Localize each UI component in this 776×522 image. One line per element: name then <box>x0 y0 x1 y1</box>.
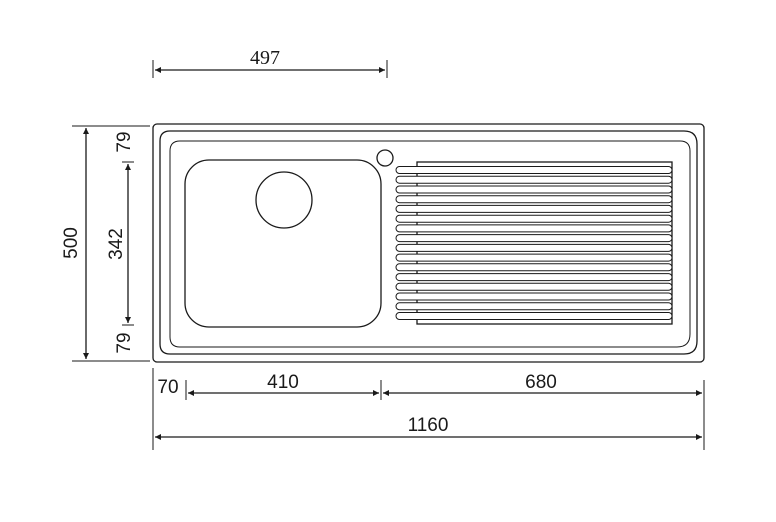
dimension-label-top-79: 79 <box>114 131 135 152</box>
dimension-bottom-row: 70 410 680 1160 <box>152 368 705 450</box>
dimension-bowl-height: 79 342 79 <box>106 131 135 353</box>
drainer-rib <box>395 166 673 174</box>
bowl <box>184 159 382 328</box>
drainer-rib <box>395 195 673 204</box>
drainer-rib <box>395 224 673 233</box>
dimension-overall-height: 500 <box>61 125 150 362</box>
drainer-outline <box>416 161 673 325</box>
drainer-rib <box>395 253 673 262</box>
drainer-rib <box>395 302 673 311</box>
drainer-rib <box>395 214 673 223</box>
dimension-label-bottom-79: 79 <box>114 332 135 353</box>
drainer-board <box>395 161 673 325</box>
dimension-label-497: 497 <box>250 47 280 69</box>
sink-inner-rim <box>169 140 691 348</box>
sink-rim <box>159 130 698 355</box>
drain-hole <box>255 171 313 229</box>
dimension-label-680: 680 <box>525 372 557 393</box>
dimension-label-500: 500 <box>61 227 82 259</box>
sink-outer-edge <box>152 123 705 363</box>
drainer-rib <box>395 273 673 282</box>
dimension-label-342: 342 <box>106 228 127 260</box>
drainer-rib <box>395 175 673 184</box>
dimension-label-410: 410 <box>267 372 299 393</box>
tap-hole <box>376 149 394 167</box>
sink-body <box>152 123 705 363</box>
dimension-label-70: 70 <box>157 377 178 398</box>
drainer-rib <box>395 243 673 252</box>
drainer-rib <box>395 292 673 301</box>
drainer-rib <box>395 263 673 272</box>
dimension-label-1160: 1160 <box>408 415 449 436</box>
dimension-top-width: 497 <box>152 47 388 78</box>
drainer-rib <box>395 185 673 194</box>
drainer-rib <box>395 234 673 243</box>
drainer-rib <box>395 282 673 291</box>
drainer-rib <box>395 204 673 213</box>
drainer-rib <box>395 312 673 320</box>
